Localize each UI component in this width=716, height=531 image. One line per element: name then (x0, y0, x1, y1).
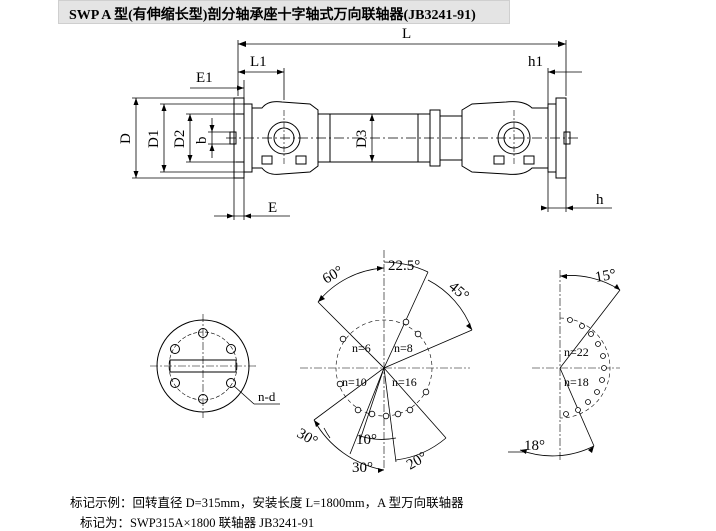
label-n16: n=16 (392, 375, 417, 389)
label-n22: n=22 (564, 345, 589, 359)
label-E: E (268, 200, 277, 216)
label-h: h (596, 192, 604, 208)
label-D: D (118, 133, 134, 144)
hole-count-labels: n=6 n=8 n=10 n=16 n=22 n=18 (342, 341, 589, 389)
left-yoke (251, 101, 319, 175)
label-n18: n=18 (564, 375, 589, 389)
caption-example: 标记示例：回转直径 D=315mm，安装长度 L=1800mm，A 型万向联轴器 (70, 496, 464, 510)
title-bar: SWP A 型(有伸缩长型)剖分轴承座十字轴式万向联轴器(JB3241-91) (58, 0, 510, 24)
flange-end-view (150, 314, 280, 418)
page-title: SWP A 型(有伸缩长型)剖分轴承座十字轴式万向联轴器(JB3241-91) (69, 8, 476, 23)
angle-10: 10° (356, 432, 377, 448)
angle-18: 18° (524, 438, 545, 454)
label-D3: D3 (354, 130, 370, 148)
angle-20: 20° (404, 449, 430, 473)
angle-labels: 60° 22.5° 45° 15° 30° 10° 30° 20° 18° (294, 258, 617, 476)
label-n10: n=10 (342, 375, 367, 389)
label-D2: D2 (172, 130, 188, 148)
label-n8: n=8 (394, 341, 413, 355)
label-E1: E1 (196, 70, 213, 86)
angle-22-5: 22.5° (388, 258, 420, 274)
coupling-side-view (226, 97, 578, 179)
bolt-pattern-right (508, 270, 621, 460)
label-D1: D1 (146, 130, 162, 148)
label-n-d: n-d (258, 389, 276, 404)
label-b: b (194, 137, 210, 145)
dimensions-top (132, 40, 612, 220)
label-h1: h1 (528, 54, 543, 70)
angle-15: 15° (594, 267, 617, 286)
dimension-labels: L L1 E1 h1 h E D D1 D2 b D3 (118, 26, 604, 216)
angle-60: 60° (320, 263, 346, 287)
angle-45: 45° (445, 279, 471, 305)
label-L: L (402, 26, 411, 42)
bolt-pattern-center (300, 250, 473, 473)
caption-marking: 标记为：SWP315A×1800 联轴器 JB3241-91 (80, 516, 315, 530)
label-n6: n=6 (352, 341, 371, 355)
technical-drawing: L L1 E1 h1 h E D D1 D2 b D3 n-d (118, 26, 621, 476)
angle-30-left: 30° (294, 426, 320, 450)
angle-30-bottom: 30° (352, 460, 373, 476)
label-L1: L1 (250, 54, 267, 70)
